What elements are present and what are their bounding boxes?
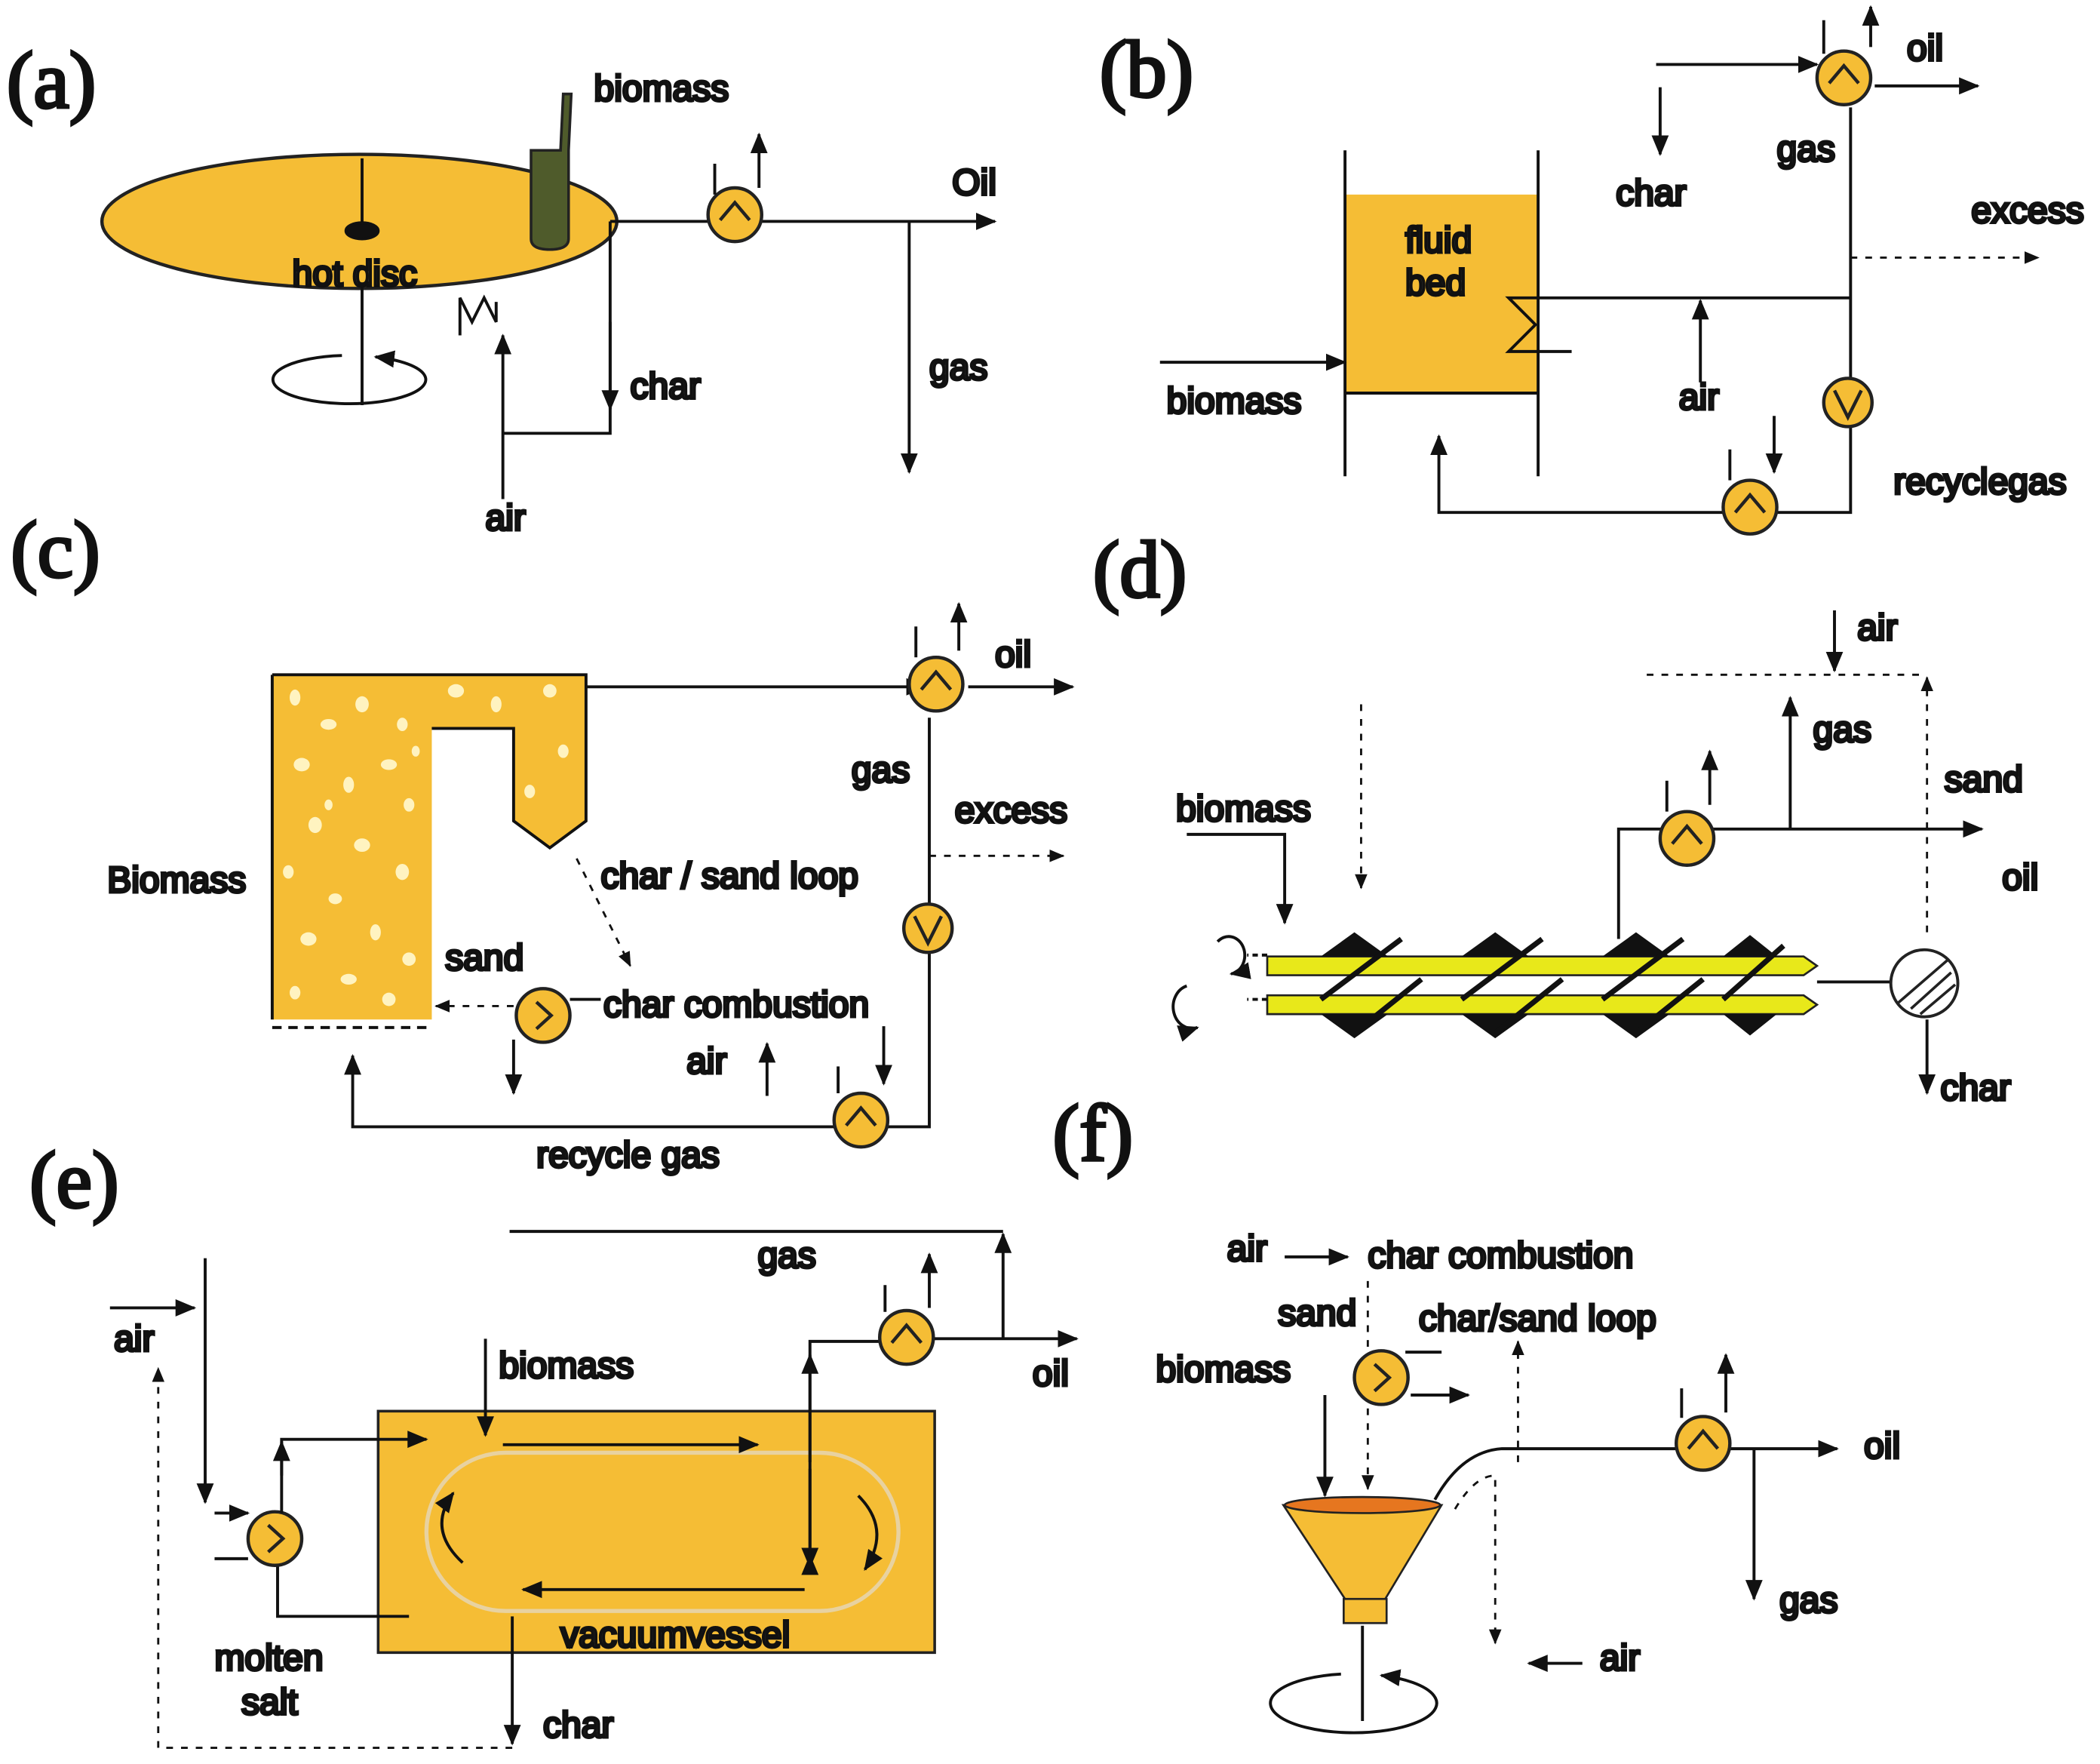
condenser-icon — [708, 188, 762, 241]
oil-label: oil — [1864, 1427, 1900, 1467]
panel-e: (e) vacuumvessel gas oil biomass air mol… — [28, 1135, 1079, 1749]
condenser-icon — [1660, 812, 1714, 865]
condenser-icon — [1676, 1416, 1730, 1470]
sand-particles — [283, 684, 569, 1006]
salt-label-line2: salt — [241, 1683, 298, 1723]
sand-label: sand — [1278, 1294, 1356, 1334]
air-label: air — [486, 498, 526, 538]
sand-label: sand — [1945, 760, 2023, 800]
air-label: air — [1679, 377, 1719, 417]
panel-c: (c) Biomass oil gas excess recyc — [9, 505, 1075, 1177]
rotating-cone — [1281, 1495, 1444, 1624]
panel-f-label: (f) — [1053, 1089, 1134, 1179]
rotation-arrow — [1171, 984, 1199, 1042]
recycle-label: recyclegas — [1893, 462, 2066, 502]
biomass-label: Biomass — [107, 860, 246, 900]
gas-label: gas — [1777, 129, 1835, 169]
loop-label: char / sand loop — [600, 856, 858, 896]
bed-heater — [1505, 296, 1851, 353]
salt-heater-icon — [248, 1512, 302, 1566]
air-label: air — [114, 1319, 154, 1359]
biomass-feed-tube — [530, 92, 573, 251]
char-label: char — [1940, 1068, 2010, 1108]
panel-d: (d) air sand gas oil biomass — [1091, 524, 2040, 1110]
panel-b-label: (b) — [1100, 26, 1193, 115]
combustion-label: char combustion — [603, 985, 869, 1025]
char-label: char — [1616, 174, 1686, 214]
oil-label: oil — [1033, 1354, 1069, 1394]
panel-c-label: (c) — [11, 506, 100, 595]
biomass-label: biomass — [1167, 382, 1302, 422]
circulating-reactor — [272, 675, 586, 1020]
recycle-pump-icon — [904, 904, 952, 952]
vessel-label: vacuumvessel — [560, 1615, 790, 1655]
gas-label: gas — [929, 348, 987, 388]
fluid-bed — [1345, 194, 1539, 393]
oil-label: oil — [1907, 29, 1943, 69]
disc-spindle — [344, 221, 380, 241]
panel-a: (a) hot disc biomass char air Oil gas — [5, 35, 998, 539]
air-label: air — [1857, 608, 1897, 648]
twin-screw — [1266, 932, 1819, 1039]
recycle-label: recycle gas — [536, 1136, 720, 1175]
panel-d-label: (d) — [1093, 526, 1187, 615]
air-top-label: air — [1227, 1229, 1267, 1269]
panel-b: (b) fluid bed biomass air recyclegas exc… — [1098, 5, 2086, 534]
gas-label: gas — [1779, 1581, 1838, 1621]
biomass-label: biomass — [499, 1346, 634, 1386]
combustion-label: char combustion — [1368, 1236, 1633, 1276]
recycle-heater-icon — [1723, 481, 1776, 534]
gas-label: gas — [757, 1236, 815, 1276]
combustor-icon — [516, 988, 570, 1042]
condenser-icon — [1817, 51, 1871, 105]
air-bottom-label: air — [1600, 1638, 1640, 1678]
loop-label: char/sand loop — [1419, 1299, 1656, 1339]
gas-label: gas — [1813, 710, 1871, 750]
rotation-arrow — [271, 350, 428, 406]
air-label: air — [686, 1041, 726, 1081]
biomass-label: biomass — [594, 69, 729, 109]
sand-label: sand — [445, 938, 523, 978]
circulation-track — [424, 1450, 901, 1613]
panel-e-label: (e) — [29, 1136, 118, 1225]
bed-label-line1: fluid — [1405, 220, 1472, 260]
excess-label: excess — [1971, 191, 2083, 231]
panel-f: (f) air char combustion sand char/sand l… — [1052, 1088, 1902, 1735]
recycle-heater-icon — [834, 1093, 888, 1147]
salt-label-line1: molten — [214, 1638, 323, 1678]
biomass-label: biomass — [1176, 789, 1311, 829]
combustor-icon — [1355, 1351, 1408, 1404]
char-label: char — [631, 367, 701, 407]
condenser-icon — [880, 1311, 933, 1364]
bed-label-line2: bed — [1405, 263, 1466, 303]
recycle-pump-icon — [1824, 378, 1872, 426]
cyclone-icon — [1889, 948, 1960, 1019]
oil-label: Oil — [952, 163, 996, 203]
excess-label: excess — [955, 791, 1067, 831]
oil-label: oil — [995, 635, 1031, 675]
biomass-label: biomass — [1156, 1350, 1291, 1390]
gas-label: gas — [852, 751, 910, 791]
heater-symbol — [458, 294, 498, 336]
rotation-arrow — [1216, 935, 1251, 979]
rotation-arrow — [1269, 1669, 1438, 1735]
condenser-icon — [909, 657, 962, 711]
panel-a-label: (a) — [7, 36, 96, 125]
char-label: char — [543, 1705, 613, 1745]
disc-label: hot disc — [293, 254, 417, 294]
oil-label: oil — [2002, 858, 2038, 898]
